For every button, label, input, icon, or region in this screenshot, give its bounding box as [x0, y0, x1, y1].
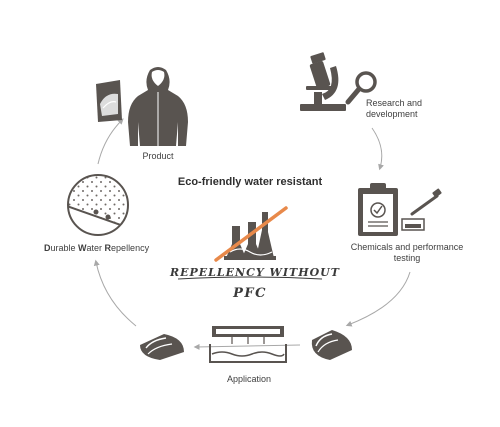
cycle-arrow-chemicals-to-roll: [345, 271, 411, 327]
dwr-label: Durable Water Repellency: [44, 243, 149, 254]
fabric-swatch-icon: [96, 80, 122, 122]
tagline-line-1: REPELLENCY WITHOUT: [170, 266, 340, 279]
tagline-line-2: PFC: [233, 286, 267, 301]
folded-fabric-icon: [140, 334, 184, 360]
magnifier-icon: [345, 71, 377, 105]
cycle-arrow-research-to-chemicals: [371, 127, 384, 171]
jacket-icon: [128, 67, 188, 146]
tagline-underline: [177, 276, 323, 280]
application-label: Application: [226, 374, 272, 384]
chemicals-label-line-2: testing: [393, 253, 421, 263]
dropper-icon: [401, 188, 442, 231]
dwr-letter-w: W: [78, 243, 87, 253]
droplet-circle-icon: [67, 174, 129, 236]
dwr-letter-d: D: [44, 243, 51, 253]
product-label: Product: [142, 151, 174, 161]
dwr-text-3: epellency: [111, 243, 150, 253]
dwr-text-1: urable: [50, 243, 79, 253]
microscope-icon: [300, 52, 346, 111]
dwr-letter-r: R: [104, 243, 112, 253]
chemicals-label-line-1: Chemicals and performance: [350, 242, 464, 252]
research-label-line-1: Research and: [366, 98, 423, 108]
center-title: Eco-friendly water resistant: [177, 176, 323, 188]
cycle-arrow-application: [193, 343, 301, 350]
research-label-line-2: development: [366, 109, 418, 119]
flask-icon: [214, 206, 288, 262]
clipboard-icon: [358, 183, 398, 236]
application-bath-icon: [209, 326, 287, 363]
cycle-arrow-dwr-to-product: [97, 118, 124, 165]
chemicals-label: Chemicals and performance testing: [344, 242, 470, 264]
fabric-roll-icon: [311, 330, 352, 360]
research-label: Research and development: [366, 98, 422, 120]
dwr-text-2: ater: [86, 243, 105, 253]
cycle-arrow-fabric-to-dwr: [93, 259, 137, 327]
